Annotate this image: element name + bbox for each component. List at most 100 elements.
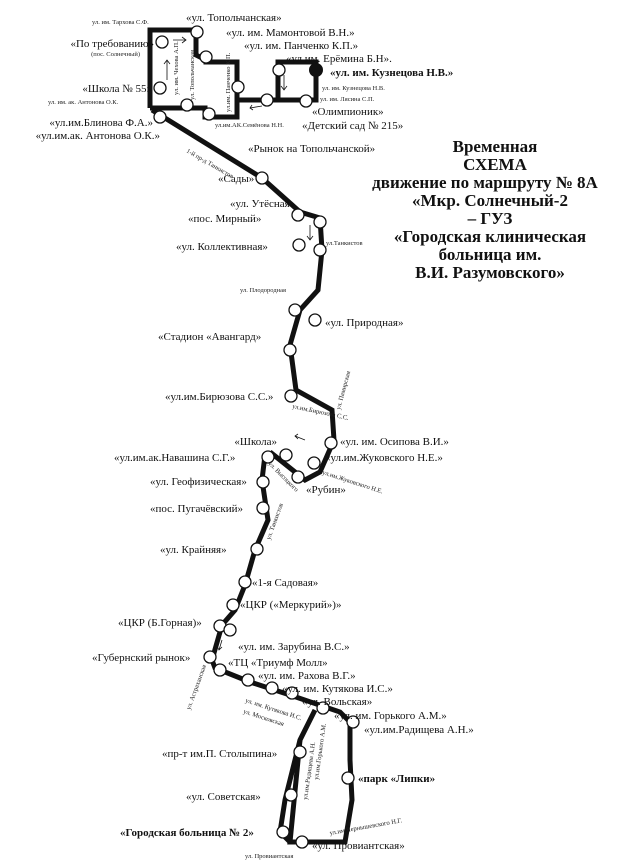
stop-marker [283,343,297,357]
street-kuznetsova: ул. им. Кузнецова Н.В. [322,85,385,92]
stop-gubernsky: «Губернский рынок» [92,652,190,664]
stop-marker [293,745,307,759]
stop-po-trebovaniyu: «По требованию» [70,38,154,50]
stop-marker [256,501,270,515]
stop-biryuzova: «ул.им.Бирюзова С.С.» [165,391,273,403]
stop-marker [238,575,252,589]
stop-marker [255,171,269,185]
stop-geofizicheskaya: «ул. Геофизическая» [150,476,247,488]
street-tankistov-1: 1-й пр-д Танкистов [185,148,235,181]
stop-triumf: «ТЦ «Триумф Молл» [228,657,328,669]
stop-marker [202,107,216,121]
stop-osipova: «ул. им. Осипова В.И.» [340,436,449,448]
stop-sovetskaya: «ул. Советская» [186,791,261,803]
stop-panchenko: «ул. им. Панченко К.П.» [244,40,358,52]
stop-topolchanskaya: «ул. Топольчанская» [186,12,282,24]
stop-marker [341,771,355,785]
street-chernyshevskogo: ул.им.Чернышевского Н.Г. [329,817,403,837]
title-line-2: СХЕМА [463,155,527,174]
stop-marker [265,681,279,695]
title-line-6: «Городская клиническая [394,227,586,246]
street-tankistov: ул.Танкистов [326,240,363,247]
road-main-north [150,107,337,483]
stop-marker [291,208,305,222]
stops [153,25,360,849]
stop-marker [308,313,322,327]
stop-marker [313,215,327,229]
stop-marker [250,542,264,556]
stop-marker [313,243,327,257]
street-astrakhanskaya: ул. Астраханская [185,664,208,711]
street-pamirskaya: ул. Памирская [335,370,352,410]
street-plodorodnaya: ул. Плодородная [240,287,286,294]
street-semenova: ул.им.АК.Семёнова Н.Н. [215,122,284,129]
stop-krainyaya: «ул. Крайняя» [160,544,227,556]
title-line-5: – ГУЗ [467,209,513,228]
street-topolchanskaya: ул. Топольчанская [189,50,196,100]
stop-pos-solnechny: (пос. Солнечный) [91,51,140,58]
stop-utesnaya: «ул. Утёсная» [230,198,295,210]
stop-marker [285,686,299,700]
arrow-icon [163,59,171,80]
stop-rubin: «Рубин» [306,484,346,496]
stop-marker [226,598,240,612]
stop-zhukovskogo: «ул.им.Жуковского Н.Е.» [325,452,443,464]
stop-marker [272,63,286,77]
stop-marker [155,35,169,49]
title-line-3: движение по маршруту № 8А [372,173,598,192]
stop-marker [291,470,305,484]
stop-gorkogo: «ул. им. Горького А.М.» [334,710,447,722]
arrow-icon [249,104,263,111]
stop-marker [324,436,338,450]
stop-marker [203,650,217,664]
stop-marker [213,663,227,677]
stop-marker [292,238,306,252]
stop-navashina: «ул.им.ак.Навашина С.Г.» [114,452,235,464]
stop-proviantskaya: «ул. Провиантская» [312,840,405,852]
stop-lipki: «парк «Липки» [358,773,435,785]
scheme-title: Временная СХЕМА движение по маршруту № 8… [372,137,598,282]
stop-volskaya: «ул. Вольская» [302,696,372,708]
stop-marker [276,825,290,839]
stop-marker [279,448,293,462]
street-tarkhova: ул. им. Тархова С.Ф. [92,19,149,26]
stop-marker [316,701,330,715]
stop-rakhova: «ул. им. Рахова В.Г.» [258,670,356,682]
stop-rynok-topolchanskoy: «Рынок на Топольчанской» [248,143,375,155]
street-lyasina: ул. им. Лясина С.П. [320,96,375,103]
stop-marker [241,673,255,687]
stop-antonova: «ул.им.ак. Антонова О.К.» [36,130,160,142]
stop-shkola: «Школа» [234,436,277,448]
street-antonova: ул. им. ак. Антонова О.К. [48,99,119,106]
title-line-4: «Мкр. Солнечный-2 [412,191,568,210]
stop-tskr-gornaya: «ЦКР (Б.Горная)» [118,617,202,629]
stop-zarubina: «ул. им. Зарубина В.С.» [238,641,350,653]
stop-mamontovoy: «ул. им. Мамонтовой В.Н.» [226,27,355,39]
title-line-7: больница им. [439,245,542,264]
terminal-stop-marker [309,63,323,77]
title-line-8: В.И. Разумовского» [415,263,565,282]
stop-shkola55: «Школа № 55» [82,83,152,95]
stop-marker [299,94,313,108]
street-panchenko: ул.им. Панченко К.П. [225,52,232,112]
stop-detsad215: «Детский сад № 215» [302,120,403,132]
stop-marker [190,25,204,39]
stop-marker [307,456,321,470]
stop-marker [153,81,167,95]
arrow-icon [306,225,314,241]
stop-olimpionik: «Олимпионик» [312,106,384,118]
stop-marker [295,835,309,849]
stop-marker [256,475,270,489]
stop-stadion: «Стадион «Авангард» [158,331,261,343]
direction-arrows [163,36,314,651]
stop-marker [260,93,274,107]
stop-bolnitsa2: «Городская больница № 2» [120,827,254,839]
stop-marker [288,303,302,317]
stop-pugachevsky: «пос. Пугачёвский» [150,503,243,515]
stop-marker [199,50,213,64]
stop-kollektivnaya: «ул. Коллективная» [176,241,268,253]
stop-sady: «Сады» [218,173,254,185]
arrow-icon [294,433,306,441]
stop-labels: «По требованию» (пос. Солнечный) «ул. То… [36,12,474,852]
